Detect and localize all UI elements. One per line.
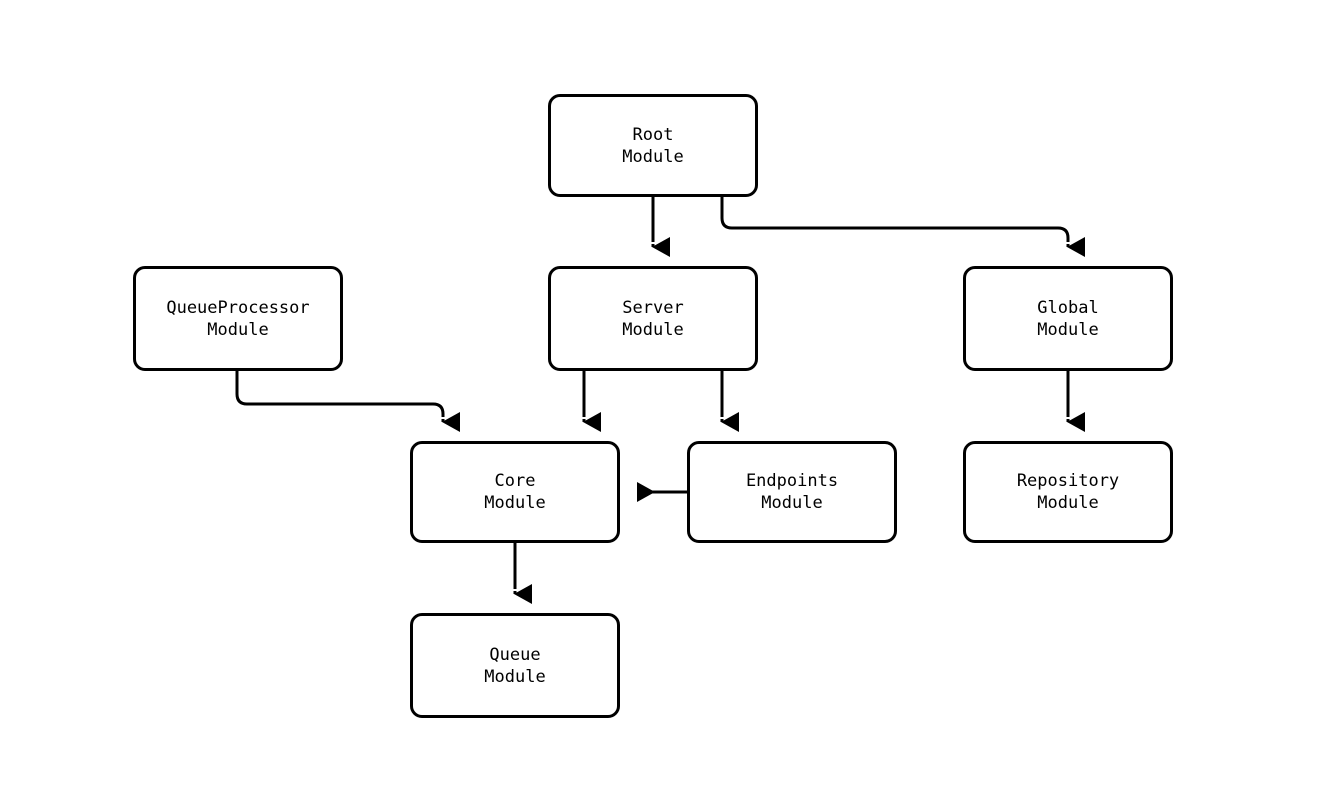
node-repository-module-suffix: Module xyxy=(1037,493,1099,513)
edge-queueprocessor-core xyxy=(235,371,445,417)
node-server-module-suffix: Module xyxy=(622,319,684,340)
node-server-module-name: Server xyxy=(622,297,684,318)
node-repository-module-name: Repository xyxy=(1016,471,1120,491)
node-core-module[interactable]: Core Module xyxy=(410,441,620,543)
node-queueprocessor-module-suffix: Module xyxy=(207,319,269,340)
node-endpoints-module-name: Endpoints xyxy=(745,471,839,491)
node-queue-module-suffix: Module xyxy=(484,666,546,687)
node-queue-module[interactable]: Queue Module xyxy=(410,613,620,718)
node-root-module-name: Root xyxy=(632,124,674,145)
node-global-module[interactable]: Global Module xyxy=(963,266,1173,371)
node-server-module[interactable]: Server Module xyxy=(548,266,758,371)
node-root-module[interactable]: Root Module xyxy=(548,94,758,197)
node-repository-module[interactable]: Repository Module xyxy=(963,441,1173,543)
node-queue-module-name: Queue xyxy=(489,644,541,665)
node-global-module-name: Global xyxy=(1037,297,1099,318)
node-global-module-suffix: Module xyxy=(1037,319,1099,340)
node-queueprocessor-module[interactable]: QueueProcessor Module xyxy=(133,266,343,371)
node-core-module-suffix: Module xyxy=(484,493,546,513)
node-core-module-name: Core xyxy=(494,471,536,491)
node-queueprocessor-module-name: QueueProcessor xyxy=(166,297,310,318)
node-root-module-suffix: Module xyxy=(622,146,684,167)
edge-root-global xyxy=(720,197,1070,242)
node-endpoints-module[interactable]: Endpoints Module xyxy=(687,441,897,543)
node-endpoints-module-suffix: Module xyxy=(761,493,823,513)
